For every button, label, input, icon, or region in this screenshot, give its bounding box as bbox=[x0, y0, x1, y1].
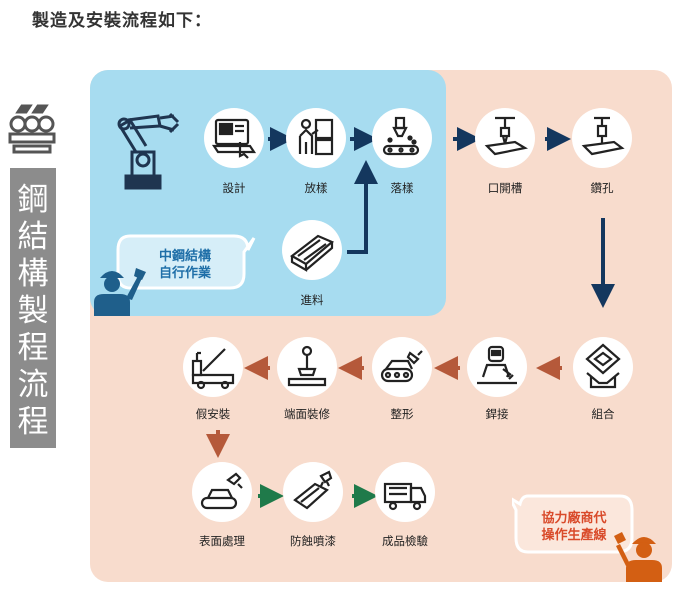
step-marking-node bbox=[372, 108, 432, 168]
in-house-zone-label: 中鋼結構 自行作業 bbox=[140, 247, 230, 281]
step-inspection-label: 成品檢驗 bbox=[382, 536, 428, 548]
partner-label-line2: 操作生產線 bbox=[541, 527, 607, 542]
shaping-grinder-icon bbox=[380, 350, 423, 383]
step-welding-label: 銲接 bbox=[485, 409, 509, 421]
steel-structure-icon bbox=[8, 104, 56, 154]
step-assembly-node bbox=[573, 337, 633, 397]
step-shaping-node bbox=[372, 337, 432, 397]
computer-design-icon bbox=[211, 118, 257, 159]
welder-icon bbox=[477, 345, 517, 385]
drill-press-icon bbox=[581, 116, 625, 156]
step-end-finishing-node bbox=[277, 337, 337, 397]
step-drilling-node bbox=[572, 108, 632, 168]
in-house-label-line1: 中鋼結構 bbox=[158, 248, 211, 263]
truck-delivery-icon bbox=[383, 482, 427, 511]
end-finishing-machine-icon bbox=[287, 345, 327, 387]
step-feeding-node bbox=[282, 220, 342, 280]
worker-blue-icon bbox=[94, 268, 146, 316]
step-layout-label: 放樣 bbox=[304, 183, 328, 195]
sidebar-title-bar: 鋼結構製程流程 bbox=[10, 168, 56, 448]
step-paint-label: 防蝕噴漆 bbox=[290, 536, 336, 548]
step-trial-install-label: 假安裝 bbox=[195, 409, 231, 421]
arrow-feeding-to-marking bbox=[347, 160, 378, 254]
step-design-node bbox=[204, 108, 264, 168]
step-slotting-node bbox=[475, 108, 535, 168]
in-house-label-line2: 自行作業 bbox=[158, 265, 211, 280]
robot-arm-icon bbox=[117, 112, 180, 190]
step-shaping-label: 整形 bbox=[390, 409, 414, 421]
partner-speech-bubble bbox=[512, 494, 634, 554]
in-house-speech-bubble bbox=[116, 234, 256, 290]
slotting-machine-icon bbox=[484, 116, 529, 156]
step-trial-install-node bbox=[183, 337, 243, 397]
step-welding-node bbox=[467, 337, 527, 397]
crane-truck-icon bbox=[191, 348, 235, 390]
assembly-icon bbox=[585, 343, 621, 389]
operator-terminal-icon bbox=[298, 118, 334, 156]
feeding-conveyor-icon bbox=[290, 234, 335, 272]
marking-machine-icon bbox=[382, 116, 420, 156]
step-paint-node bbox=[283, 462, 343, 522]
step-marking-label: 落樣 bbox=[390, 183, 414, 195]
surface-treatment-icon bbox=[200, 472, 243, 510]
step-feeding-label: 進料 bbox=[300, 295, 324, 307]
step-surface-treatment-node bbox=[192, 462, 252, 522]
page-title: 製造及安裝流程如下： bbox=[32, 11, 212, 30]
step-inspection-node bbox=[375, 462, 435, 522]
step-drilling-label: 鑽孔 bbox=[590, 183, 614, 195]
step-slotting-label: 口開槽 bbox=[487, 183, 523, 195]
worker-orange-icon bbox=[614, 532, 662, 582]
step-design-label: 設計 bbox=[222, 183, 246, 195]
sidebar-title: 鋼結構製程流程 bbox=[17, 182, 49, 440]
partner-zone-label: 協力廠商代 操作生產線 bbox=[528, 509, 620, 543]
step-end-finishing-label: 端面裝修 bbox=[284, 409, 330, 421]
step-layout-node bbox=[286, 108, 346, 168]
partner-label-line1: 協力廠商代 bbox=[541, 510, 607, 525]
spray-paint-icon bbox=[293, 470, 333, 510]
step-assembly-label: 組合 bbox=[591, 409, 615, 421]
step-surface-treatment-label: 表面處理 bbox=[199, 536, 245, 548]
